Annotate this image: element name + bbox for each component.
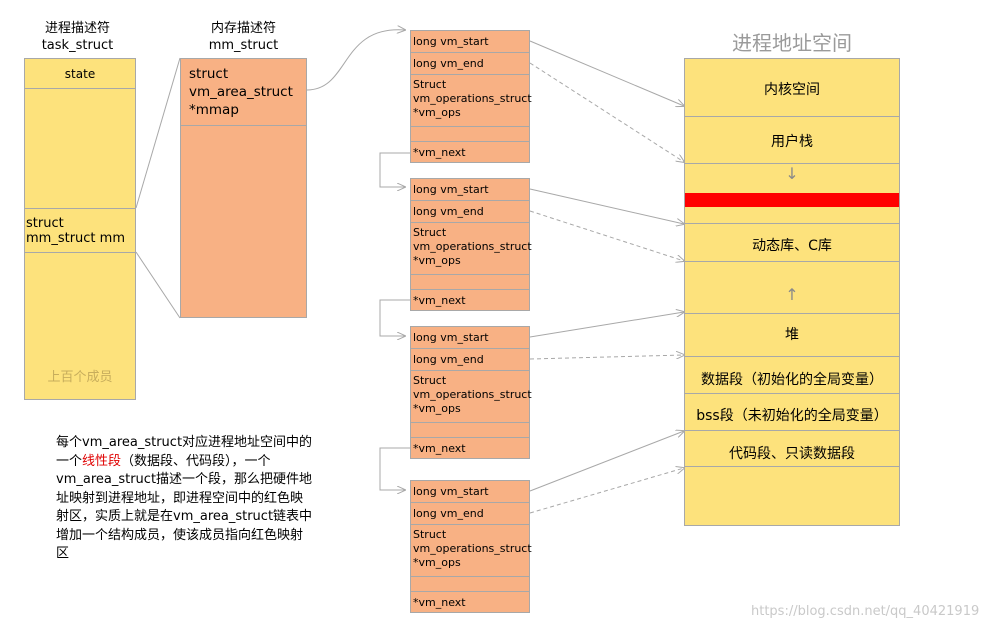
mm-struct-title-cn: 内存描述符: [210, 21, 276, 36]
vm-area-block-3: long vm_start long vm_end Struct vm_oper…: [410, 326, 532, 459]
data-segment-region: 数据段（初始化的全局变量）: [701, 372, 883, 388]
vm-ops-line3: *vm_ops: [413, 402, 461, 415]
note-highlight: 线性段: [82, 453, 122, 469]
red-mapping-region: [685, 193, 899, 207]
vm-start-field: long vm_start: [413, 183, 489, 196]
vm-next-link-3: [379, 447, 410, 490]
mm-struct-title-en: mm_struct: [208, 38, 279, 53]
vm-start-line-2: [529, 188, 684, 224]
vm-ops-line1: Struct: [413, 374, 447, 387]
vm-next-field: *vm_next: [413, 596, 466, 609]
mmap-pointer-curve: [306, 30, 405, 91]
note-line: 每个vm_area_struct对应进程地址空间中的: [56, 435, 313, 450]
note-text: 一个: [56, 453, 83, 469]
task-struct-title-cn: 进程描述符: [44, 21, 110, 36]
mm-struct-header: 内存描述符 mm_struct: [180, 20, 307, 54]
vm-start-field: long vm_start: [413, 331, 489, 344]
note-line: 增加一个结构成员，使该成员指向红色映射: [56, 527, 304, 543]
vm-next-field: *vm_next: [413, 146, 466, 159]
explanation-note: 每个vm_area_struct对应进程地址空间中的 一个线性段（数据段、代码段…: [56, 434, 356, 564]
vm-end-line-1: [529, 62, 684, 162]
task-struct-box: state struct mm_struct mm 上百个成员: [24, 58, 136, 400]
vm-ops-field: Struct vm_operations_struct *vm_ops: [413, 226, 532, 268]
vm-end-field: long vm_end: [413, 353, 484, 366]
vm-end-field: long vm_end: [413, 57, 484, 70]
mmap-line2: vm_area_struct: [189, 84, 293, 100]
vm-next-link-2: [379, 299, 410, 336]
kernel-space-region: 内核空间: [764, 82, 820, 98]
vm-next-field: *vm_next: [413, 294, 466, 307]
task-struct-title-en: task_struct: [41, 38, 114, 53]
note-line: 一个线性段（数据段、代码段），一个: [56, 453, 356, 472]
vm-start-field: long vm_start: [413, 35, 489, 48]
vm-ops-line1: Struct: [413, 226, 447, 239]
vm-ops-line1: Struct: [413, 78, 447, 91]
vm-ops-field: Struct vm_operations_struct *vm_ops: [413, 374, 532, 416]
bss-segment-region: bss段（未初始化的全局变量）: [696, 408, 888, 424]
task-struct-divider: [25, 252, 135, 253]
task-struct-divider: [25, 88, 135, 89]
note-line: vm_area_struct描述一个段，那么把硬件地: [56, 472, 313, 487]
mmap-line1: struct: [189, 66, 229, 82]
vm-end-line-2: [529, 210, 684, 261]
task-struct-mm-line2: mm_struct mm: [26, 231, 125, 246]
vm-area-block-4: long vm_start long vm_end Struct vm_oper…: [410, 480, 532, 613]
vm-area-block-2: long vm_start long vm_end Struct vm_oper…: [410, 178, 532, 311]
address-space-box: 内核空间 用户栈 ↓ 动态库、C库 ↑ 堆 数据段（初始化的全局变量） bss段…: [684, 58, 900, 526]
task-struct-mm-field: struct mm_struct mm: [26, 216, 125, 246]
vm-start-line-4: [529, 431, 684, 492]
note-line: 址映射到进程地址，即进程空间中的红色映: [56, 490, 304, 506]
watermark: https://blog.csdn.net/qq_40421919: [751, 604, 980, 619]
vm-ops-field: Struct vm_operations_struct *vm_ops: [413, 78, 532, 120]
mm-struct-divider: [181, 125, 306, 126]
note-line: 射区，实质上就是在vm_area_struct链表中: [56, 509, 313, 524]
task-struct-members-note: 上百个成员: [47, 370, 113, 385]
note-text: （数据段、代码段），一个: [121, 453, 271, 469]
mm-struct-box: struct vm_area_struct *mmap: [180, 58, 307, 318]
mm-struct-mmap-field: struct vm_area_struct *mmap: [189, 65, 293, 119]
vm-end-field: long vm_end: [413, 507, 484, 520]
mm-pointer-line-top: [135, 57, 181, 209]
vm-start-line-1: [529, 40, 684, 106]
vm-start-field: long vm_start: [413, 485, 489, 498]
vm-next-field: *vm_next: [413, 442, 466, 455]
user-stack-region: 用户栈: [771, 134, 813, 150]
vm-end-line-4: [529, 468, 684, 514]
dynamic-library-region: 动态库、C库: [752, 238, 832, 254]
vm-ops-field: Struct vm_operations_struct *vm_ops: [413, 528, 532, 570]
vm-end-field: long vm_end: [413, 205, 484, 218]
mm-pointer-line-bottom: [135, 251, 181, 319]
vm-ops-line2: vm_operations_struct: [413, 542, 532, 555]
address-space-title: 进程地址空间: [732, 31, 852, 55]
vm-next-link-1: [379, 152, 410, 187]
vm-ops-line3: *vm_ops: [413, 106, 461, 119]
task-struct-divider: [25, 208, 135, 209]
task-struct-state: state: [64, 67, 96, 81]
vm-end-line-3: [529, 355, 684, 360]
mmap-line3: *mmap: [189, 102, 239, 118]
vm-ops-line1: Struct: [413, 528, 447, 541]
heap-grow-up-arrow: ↑: [785, 285, 799, 304]
code-segment-region: 代码段、只读数据段: [729, 446, 855, 462]
task-struct-mm-line1: struct: [26, 216, 64, 231]
vm-area-block-1: long vm_start long vm_end Struct vm_oper…: [410, 30, 532, 163]
vm-ops-line3: *vm_ops: [413, 556, 461, 569]
vm-start-line-3: [529, 312, 684, 338]
stack-grow-down-arrow: ↓: [785, 164, 799, 183]
vm-ops-line2: vm_operations_struct: [413, 388, 532, 401]
vm-ops-line2: vm_operations_struct: [413, 240, 532, 253]
task-struct-header: 进程描述符 task_struct: [20, 20, 135, 54]
vm-ops-line3: *vm_ops: [413, 254, 461, 267]
vm-ops-line2: vm_operations_struct: [413, 92, 532, 105]
heap-region: 堆: [785, 327, 799, 343]
note-line: 区: [56, 546, 70, 561]
